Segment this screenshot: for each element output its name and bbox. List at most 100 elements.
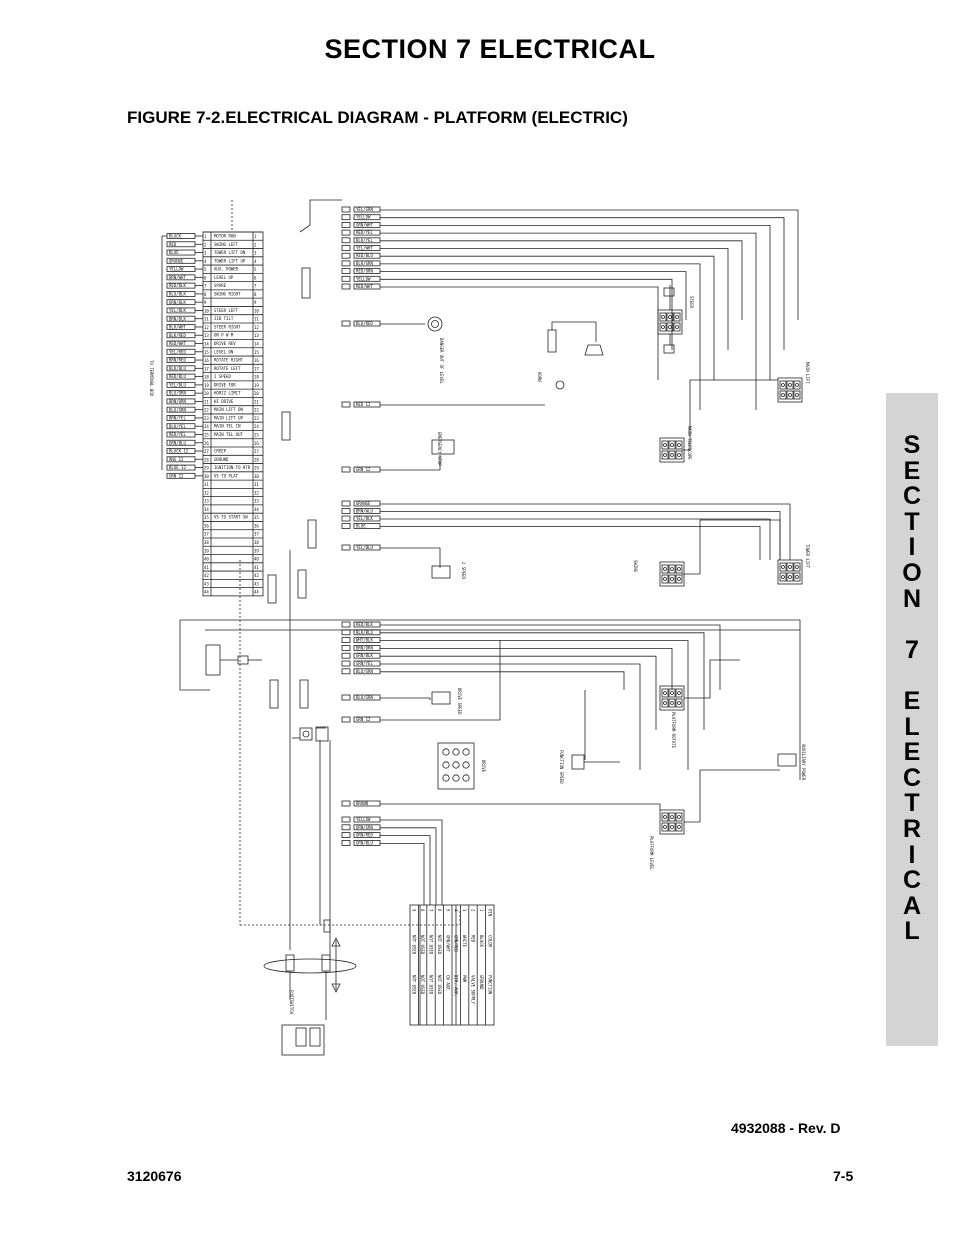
harness-wire [551,321,597,342]
connector-pin [341,508,351,514]
terminal-number: 20 [204,391,209,396]
harness-wire [179,620,210,691]
terminal-number: 34 [254,507,259,512]
wire-label: YEL/WHT [356,246,373,251]
terminal-function: HI DRIVE [214,399,234,404]
harness-wire [380,835,431,905]
wire-label: GRN/WHT [356,222,373,227]
terminal-function: VS TO PLAT [214,473,239,478]
connector-cell [661,698,669,708]
wire-label: BLUE [356,524,366,529]
wire-tag [353,694,381,701]
wire-tag [353,320,381,327]
wire-color-label: BRN/WHT [169,275,186,280]
connector-pin [795,383,799,387]
pin-table-cell: 5 [445,909,450,912]
wire-color-label: ORN/BLK [169,300,186,305]
connector-pin [663,815,667,819]
connector-pin [670,567,674,571]
wire-tag [353,840,381,846]
component-label: DRIVE SPEED [457,688,462,715]
tab-letter: A [902,891,922,920]
ground-connector [315,726,329,742]
connector-cell [675,450,683,460]
connector-cell [661,822,669,832]
terminal-number: 21 [254,399,259,404]
wire-tag [301,267,311,299]
wire-tag [353,508,381,514]
terminal-function: IGNITION TO HTR [214,465,251,470]
drive-connector-pin [462,761,470,769]
section-title: SECTION 7 ELECTRICAL [324,34,656,64]
wire-label: YELLOW [356,276,371,281]
connector-pin [670,825,674,829]
wire-tag [353,500,381,507]
terminal-function: SPARE [214,283,227,288]
pin-table-cell: PWM [462,975,467,983]
pin-table-cell: COLOR [487,935,492,948]
connector-cell [661,688,669,698]
terminal-function: MAIN LIFT DN [214,407,243,412]
wire-tag [299,679,309,709]
drive-connector-pin [442,748,450,756]
harness-wire [380,640,689,770]
connector-pin [670,453,674,457]
harness-wire [380,648,673,690]
terminal-number: 19 [254,383,259,388]
terminal-number: 36 [254,523,259,528]
pin-table-cell: NOT USED [420,975,425,995]
tab-letter: I [908,533,916,562]
connector-pin [341,206,351,213]
wire-label: BLU/RED [356,321,373,326]
wire-label: GRN/YEL [356,661,373,666]
component-label: AUXILIARY POWER [801,744,806,781]
connector-cell [661,564,669,574]
wire-tag [353,652,381,659]
wire-tag [353,515,381,522]
terminal-number: 17 [254,366,259,371]
component-label: 2 SPEED [461,562,466,579]
wire-tag [353,716,381,723]
terminal-number: 40 [254,557,259,562]
terminal-number: 39 [204,548,209,553]
connector-pin [341,544,351,551]
harness-wire [380,209,799,320]
drive-connector-pin [452,774,460,782]
connector-pin [341,466,351,473]
connector-cell [675,822,683,832]
connector-pin [341,668,351,675]
terminal-number: 37 [254,532,259,537]
harness-wire [380,518,771,560]
connector-pin [781,383,785,387]
wire-tag [307,519,317,549]
wire-color-label: BRN/BLK [169,316,186,321]
connector-pin [341,275,351,282]
harness-wire [380,624,721,690]
terminal-number: 43 [254,581,259,586]
connector-cell [786,562,794,572]
wire-color-label: BLU/BLK [169,291,186,296]
component-label: FOOTSWITCH [289,990,294,1015]
wire-tag [353,637,381,643]
tab-letter: L [904,712,920,741]
wire-tag [281,411,291,441]
terminal-number: 24 [254,424,259,429]
harness-wire [380,640,501,721]
drive-speed-connector [431,691,451,705]
wire-color-label: BLUE [169,250,179,255]
doc-number: 3120676 [127,1168,182,1184]
terminal-number: 18 [254,375,259,380]
harness-wire [380,632,705,730]
pin-table-cell: NOT USED [437,935,442,955]
wire-tag [353,832,381,838]
tab-letter: I [908,840,916,869]
tab-letter: C [902,482,922,511]
tab-letter: C [902,866,922,895]
harness-wire [380,286,659,380]
cable-loop [263,958,357,974]
terminal-number: 10 [204,308,209,313]
terminal-number: 26 [254,441,259,446]
connector-pin [341,245,351,251]
connector-pin [341,260,351,267]
wire-color-label: BLUE 12 [169,465,186,470]
